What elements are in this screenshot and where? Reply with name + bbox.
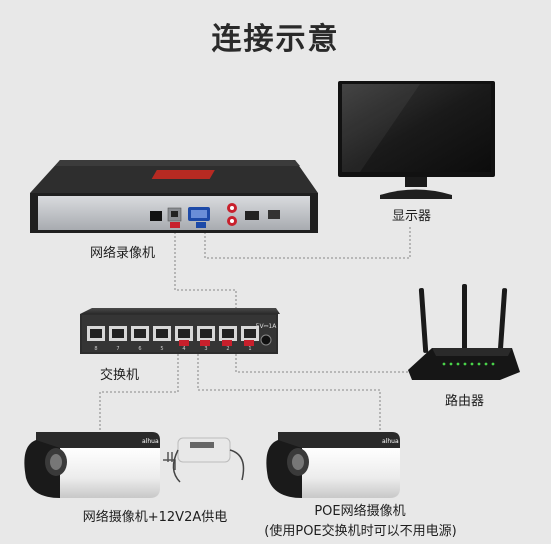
- nvr-device: [30, 160, 318, 233]
- camera-powered-device: alhua: [24, 432, 160, 498]
- svg-text:5: 5: [160, 346, 163, 352]
- svg-text:7: 7: [116, 346, 119, 352]
- camera-poe-note: (使用POE交换机时可以不用电源): [264, 524, 457, 539]
- power-supply-device: [163, 437, 245, 483]
- switch-ports: [87, 326, 259, 346]
- line-switch-to-poe-camera: [197, 350, 381, 432]
- camera-poe-device: alhua: [266, 432, 400, 498]
- monitor-label: 显示器: [392, 209, 432, 224]
- svg-text:6: 6: [138, 346, 141, 352]
- nvr-label: 网络录像机: [90, 246, 156, 261]
- camera-poe-brand-logo: alhua: [382, 438, 399, 445]
- monitor-device: [338, 81, 495, 199]
- switch-port-numbers: 8 7 6 5 4 3 2 1: [94, 346, 251, 352]
- connection-lines: [99, 226, 411, 432]
- router-device: [408, 284, 520, 380]
- switch-power-label: 5V⎓1A: [256, 323, 278, 330]
- line-nvr-to-monitor: [204, 226, 411, 259]
- svg-text:4: 4: [182, 346, 185, 352]
- line-switch-to-camera: [99, 350, 179, 432]
- svg-text:1: 1: [248, 346, 251, 352]
- switch-device: 5V⎓1A 8 7 6 5 4 3 2 1: [80, 308, 280, 354]
- switch-label: 交换机: [100, 368, 140, 383]
- diagram-title: 连接示意: [211, 22, 340, 57]
- svg-text:3: 3: [204, 346, 207, 352]
- svg-text:8: 8: [94, 346, 97, 352]
- line-nvr-to-switch: [174, 228, 237, 330]
- camera-brand-logo: alhua: [142, 438, 159, 445]
- camera-powered-label: 网络摄像机+12V2A供电: [82, 510, 228, 525]
- svg-text:2: 2: [226, 346, 229, 352]
- line-switch-to-router: [235, 350, 410, 373]
- router-label: 路由器: [445, 394, 485, 409]
- camera-poe-label: POE网络摄像机: [314, 504, 406, 519]
